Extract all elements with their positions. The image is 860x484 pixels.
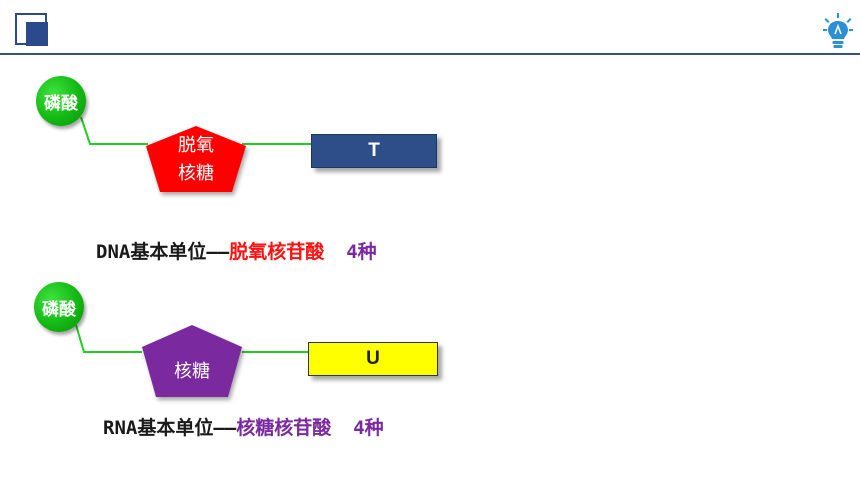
dna-caption: DNA基本单位——脱氧核苷酸 4种	[96, 237, 377, 264]
dna-caption-name: 脱氧核苷酸	[229, 241, 325, 263]
dna-caption-prefix: DNA基本单位——	[96, 241, 230, 263]
dna-caption-count: 4种	[346, 241, 377, 263]
rna-caption-prefix: RNA基本单位——	[103, 417, 237, 439]
square-logo-fill	[26, 22, 48, 46]
rna-phosphate: 磷酸	[34, 282, 84, 332]
header-divider	[0, 53, 860, 55]
dna-phosphate: 磷酸	[36, 76, 86, 126]
rna-ribose: 核糖	[140, 323, 244, 399]
lightbulb-icon	[823, 13, 853, 48]
rna-caption-name: 核糖核苷酸	[236, 417, 332, 439]
dna-sugar-line1: 脱氧	[178, 135, 214, 156]
dna-base-T: T	[311, 134, 437, 168]
rna-caption: RNA基本单位——核糖核苷酸 4种	[103, 413, 384, 440]
rna-base-U: U	[308, 342, 438, 376]
dna-deoxyribose: 脱氧 核糖	[144, 124, 248, 194]
rna-sugar-label: 核糖	[174, 361, 210, 382]
dna-sugar-line2: 核糖	[178, 163, 214, 184]
rna-caption-count: 4种	[353, 417, 384, 439]
